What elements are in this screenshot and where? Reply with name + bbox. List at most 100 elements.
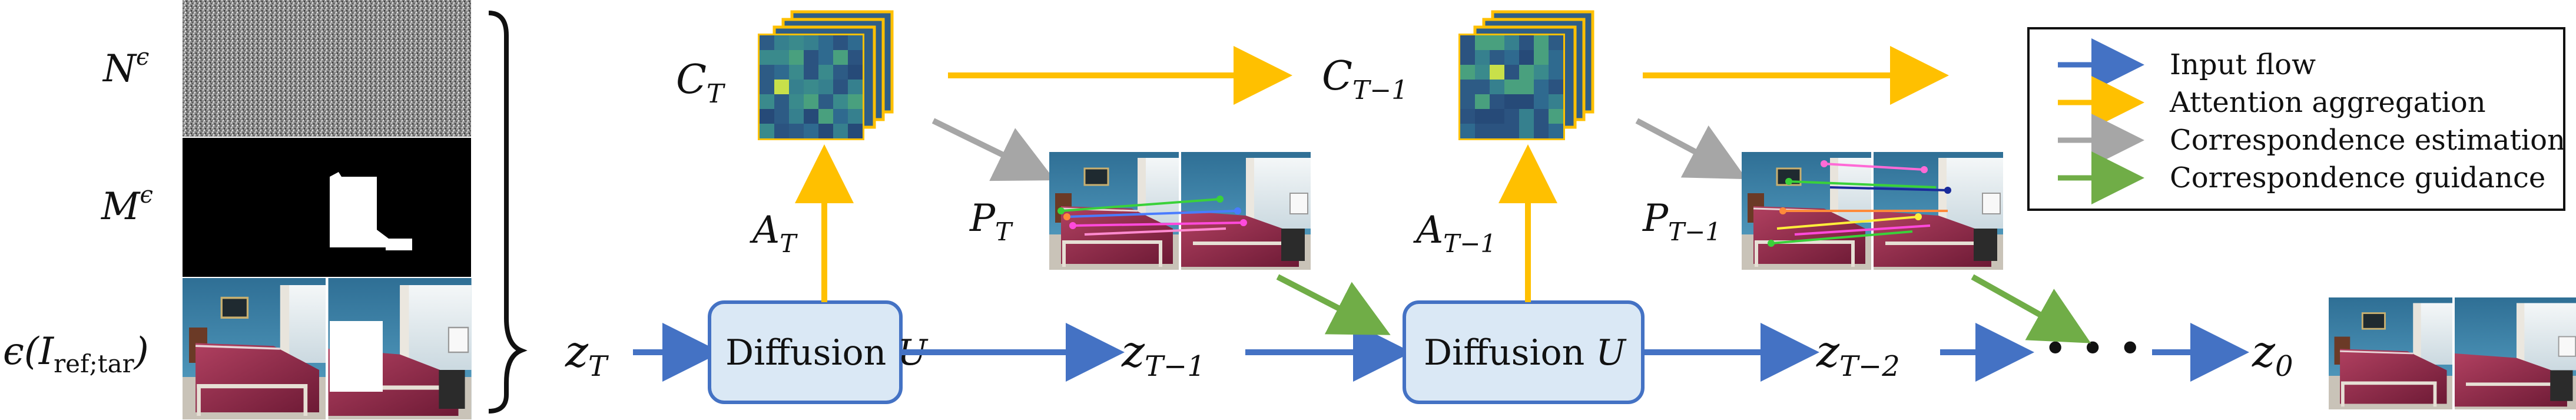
latent-zT2: zT−2	[1816, 326, 1900, 383]
heatmap-cell	[774, 124, 789, 138]
heatmap-cell	[1519, 35, 1534, 50]
heatmap-cell	[1460, 94, 1475, 109]
heatmap-cell	[1549, 50, 1563, 65]
heatmap-cell	[1534, 50, 1549, 65]
heatmap-cell	[804, 94, 818, 109]
mask-shape	[330, 177, 412, 250]
mask-label: Mϵ	[101, 181, 153, 229]
heatmap-cell	[833, 65, 848, 80]
latent-z0: z0	[2252, 326, 2293, 383]
heatmap-cell	[1475, 109, 1490, 124]
heatmap-cell	[848, 80, 863, 94]
heatmap-cell	[833, 109, 848, 124]
heatmap-cell	[760, 124, 774, 138]
guidance-arrow-1	[1276, 274, 1391, 335]
attention-label-AT: AT	[750, 209, 798, 258]
heatmap-cell	[789, 94, 804, 109]
heatmap-cell	[804, 109, 818, 124]
heatmap-cell	[1490, 65, 1504, 80]
heatmap-cell	[818, 35, 833, 50]
heatmap-cell	[1519, 80, 1534, 94]
svg-text:Diffusion U: Diffusion U	[725, 332, 929, 373]
heatmap-cell	[1534, 80, 1549, 94]
input-image-pair: ϵ(Iref;tar)	[3, 278, 472, 419]
corr-label-PT1: PT−1	[1642, 197, 1721, 246]
heatmap-cell	[1460, 109, 1475, 124]
legend-label: Correspondence guidance	[2170, 161, 2545, 194]
heatmap-cell	[1475, 35, 1490, 50]
correspondence-image-2	[1742, 152, 2003, 270]
heatmap-cell	[1519, 94, 1534, 109]
heatmap-cell	[804, 35, 818, 50]
svg-text:Diffusion U: Diffusion U	[1424, 332, 1627, 373]
heatmap-cell	[760, 94, 774, 109]
heatmap-cell	[1549, 109, 1563, 124]
svg-text:z0: z0	[2252, 326, 2293, 383]
heatmap-cell	[774, 50, 789, 65]
heatmap-cell	[1504, 50, 1519, 65]
match-lines-1	[1057, 196, 1247, 236]
heatmap-cell	[818, 124, 833, 138]
heatmap-cell	[1504, 35, 1519, 50]
heatmap-cell	[1519, 65, 1534, 80]
heatmap-cell	[1549, 80, 1563, 94]
svg-text:CT: CT	[676, 57, 726, 109]
heatmap-cell	[789, 35, 804, 50]
heatmap-cell	[1504, 94, 1519, 109]
heatmap-cell	[833, 80, 848, 94]
heatmap-cell	[848, 109, 863, 124]
cost-volume-2	[1458, 12, 1593, 140]
masked-region	[330, 321, 383, 392]
heatmap-cell	[1519, 50, 1534, 65]
heatmap-cell	[1460, 80, 1475, 94]
heatmap-cell	[804, 65, 818, 80]
heatmap-cell	[1504, 80, 1519, 94]
image-label: ϵ(Iref;tar)	[3, 330, 149, 378]
heatmap-cell	[1475, 124, 1490, 138]
legend-label: Input flow	[2170, 48, 2316, 81]
heatmap-cell	[804, 50, 818, 65]
heatmap-cell	[1519, 109, 1534, 124]
heatmap-cell	[774, 80, 789, 94]
heatmap-cell	[818, 80, 833, 94]
ellipsis: • • •	[2043, 325, 2142, 373]
input-image	[183, 278, 472, 419]
heatmap-cell	[1475, 50, 1490, 65]
heatmap-cell	[760, 35, 774, 50]
heatmap-cell	[1549, 124, 1563, 138]
heatmap-cell	[789, 80, 804, 94]
heatmap-cell	[1549, 94, 1563, 109]
heatmap-cell	[1475, 94, 1490, 109]
heatmap-cell	[848, 94, 863, 109]
estimation-arrow-1	[931, 118, 1055, 181]
heatmap-cell	[1460, 124, 1475, 138]
heatmap-cell	[789, 124, 804, 138]
guidance-arrow-2	[1971, 274, 2091, 343]
heatmap-cell	[1490, 50, 1504, 65]
legend-label: Correspondence estimation	[2170, 124, 2565, 157]
heatmap-cell	[1549, 65, 1563, 80]
input-noise: Nϵ	[102, 0, 471, 137]
heatmap-cell	[1490, 124, 1504, 138]
heatmap-cell	[1534, 94, 1549, 109]
heatmap-cell	[1460, 50, 1475, 65]
svg-text:PT: PT	[969, 197, 1013, 246]
latent-zT: zT	[565, 326, 609, 383]
legend-label: Attention aggregation	[2169, 86, 2486, 119]
heatmap-cell	[1490, 35, 1504, 50]
heatmap-cell	[848, 35, 863, 50]
heatmap-cell	[1534, 124, 1549, 138]
heatmap-cell	[818, 50, 833, 65]
heatmap-cell	[1475, 65, 1490, 80]
heatmap-cell	[1534, 109, 1549, 124]
heatmap-cell	[1460, 65, 1475, 80]
heatmap-cell	[848, 50, 863, 65]
heatmap-cell	[1504, 124, 1519, 138]
heatmap-cell	[1490, 80, 1504, 94]
match-lines-2	[1768, 160, 1951, 247]
heatmap-cell	[833, 124, 848, 138]
svg-text:zT−1: zT−1	[1121, 326, 1205, 383]
heatmap-cell	[848, 65, 863, 80]
svg-text:AT−1: AT−1	[1413, 209, 1496, 258]
